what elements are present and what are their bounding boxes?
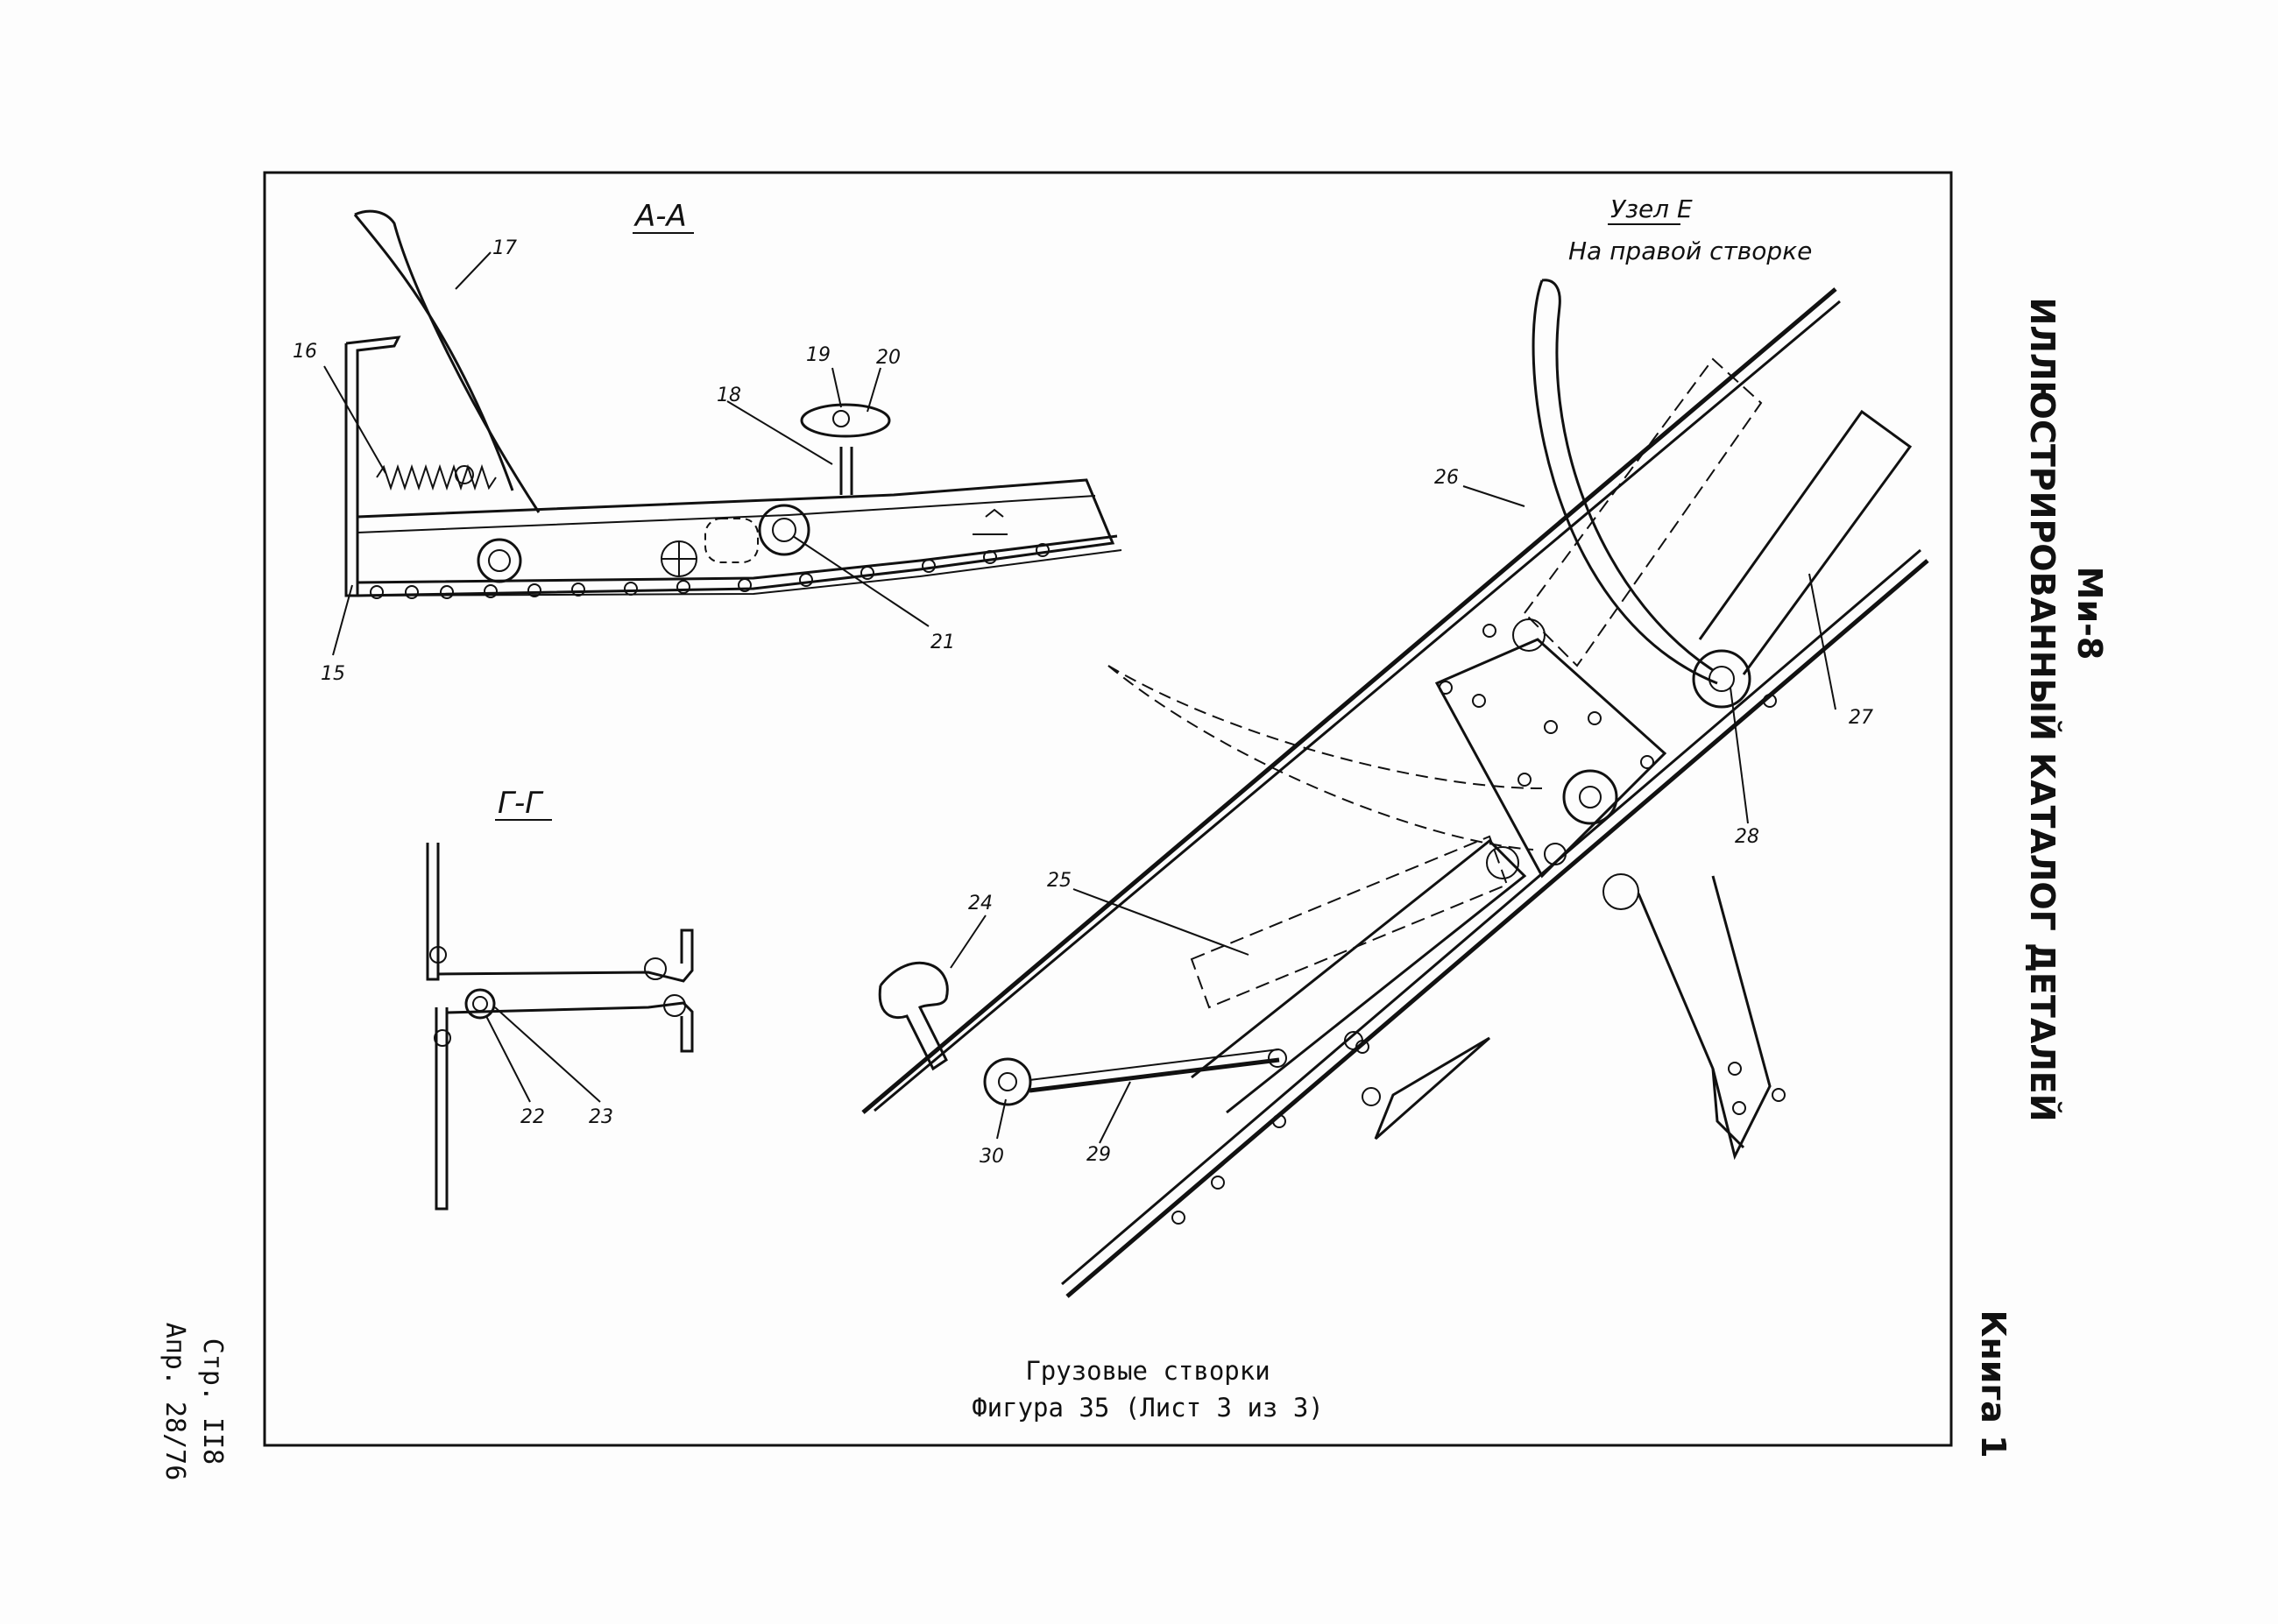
- footer-revision-date: Апр. 28/76: [159, 1323, 190, 1481]
- callout-22: 22: [520, 1106, 545, 1128]
- footer-page-number: Стр. II8: [197, 1338, 228, 1465]
- figure-caption-title: Грузовые створки: [1025, 1356, 1270, 1386]
- callout-23: 23: [589, 1106, 613, 1128]
- node-e-view: Узел Е На правой створке: [861, 194, 1929, 1298]
- callout-15: 15: [321, 663, 345, 685]
- callout-24: 24: [968, 893, 993, 914]
- callout-19: 19: [806, 344, 831, 366]
- header-book-group: Книга 1: [1974, 1310, 2013, 1458]
- callout-29: 29: [1086, 1144, 1111, 1166]
- callout-28: 28: [1735, 826, 1759, 848]
- callout-25: 25: [1047, 870, 1072, 892]
- callout-30: 30: [980, 1146, 1004, 1168]
- header-book: Книга 1: [1974, 1310, 2013, 1458]
- drawing-frame: [263, 171, 1953, 1447]
- footer-date-group: Апр. 28/76: [159, 1323, 190, 1481]
- callout-26: 26: [1434, 467, 1459, 489]
- header-model-group: Ми-8: [2070, 567, 2109, 660]
- section-a-a-title: А-А: [633, 199, 687, 234]
- view-g-g: Г-Г 22 23: [426, 786, 694, 1211]
- callout-16: 16: [293, 341, 317, 363]
- panel-rivets: [1171, 624, 1786, 1225]
- callout-20: 20: [876, 347, 901, 369]
- callout-17: 17: [492, 237, 517, 259]
- footer-page-group: Стр. II8: [197, 1338, 228, 1465]
- rivet-row: [370, 543, 1050, 599]
- header-title-group: ИЛЛЮСТРИРОВАННЫЙ КАТАЛОГ ДЕТАЛЕЙ: [2023, 297, 2062, 1121]
- view-a-a: А-А: [293, 199, 1122, 685]
- callout-27: 27: [1849, 707, 1873, 729]
- callout-21: 21: [930, 632, 955, 653]
- header-catalog-title: ИЛЛЮСТРИРОВАННЫЙ КАТАЛОГ ДЕТАЛЕЙ: [2023, 297, 2062, 1121]
- section-g-g-title: Г-Г: [498, 786, 544, 821]
- node-e-title: Узел Е: [1610, 194, 1693, 223]
- figure-caption-number: Фигура 35 (Лист 3 из 3): [972, 1393, 1324, 1423]
- callout-18: 18: [717, 385, 741, 406]
- node-e-subtitle: На правой створке: [1568, 237, 1812, 265]
- header-model: Ми-8: [2070, 567, 2109, 660]
